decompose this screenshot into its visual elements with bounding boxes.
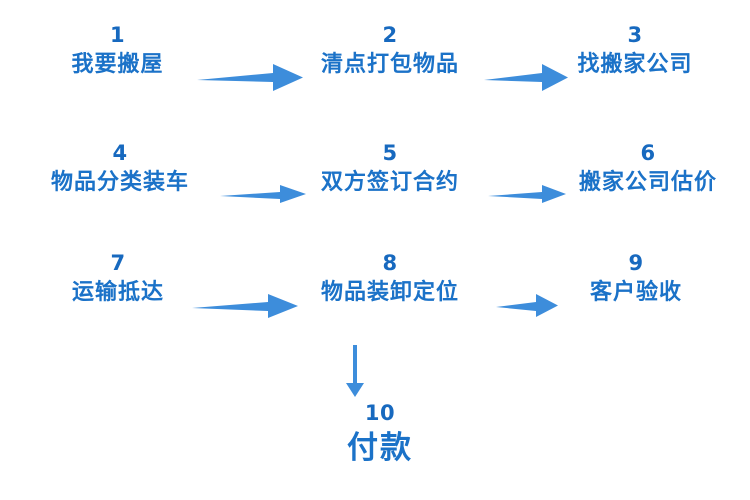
step-8[interactable]: 8 物品装卸定位	[300, 250, 480, 310]
step-5[interactable]: 5 双方签订合约	[300, 140, 480, 200]
step-5-number: 5	[382, 141, 398, 165]
step-2-label: 清点打包物品	[320, 52, 459, 77]
arrow-1-to-2-icon	[195, 60, 305, 94]
step-3[interactable]: 3 找搬家公司	[555, 22, 715, 82]
step-7[interactable]: 7 运输抵达	[42, 250, 194, 310]
step-5-label: 双方签订合约	[320, 170, 459, 195]
step-2[interactable]: 2 清点打包物品	[300, 22, 480, 82]
step-3-number: 3	[627, 23, 643, 47]
step-9-label: 客户验收	[589, 280, 682, 305]
step-6-label: 搬家公司估价	[578, 170, 717, 195]
step-1-label: 我要搬屋	[71, 52, 164, 77]
step-9-number: 9	[628, 251, 644, 275]
step-1[interactable]: 1 我要搬屋	[40, 22, 195, 82]
step-4[interactable]: 4 物品分类装车	[30, 140, 210, 200]
step-10-label: 付款	[347, 430, 413, 466]
step-8-label: 物品装卸定位	[320, 280, 459, 305]
arrow-2-to-3-icon	[482, 61, 570, 93]
step-10[interactable]: 10 付款	[290, 400, 470, 470]
step-2-number: 2	[382, 23, 398, 47]
step-9[interactable]: 9 客户验收	[560, 250, 712, 310]
step-10-number: 10	[364, 401, 396, 425]
step-8-number: 8	[382, 251, 398, 275]
step-6[interactable]: 6 搬家公司估价	[558, 140, 738, 200]
step-4-number: 4	[112, 141, 128, 165]
step-7-number: 7	[110, 251, 126, 275]
arrow-7-to-8-icon	[190, 291, 300, 321]
step-3-label: 找搬家公司	[577, 52, 693, 77]
step-1-number: 1	[109, 23, 126, 47]
step-7-label: 运输抵达	[71, 280, 164, 305]
arrow-5-to-6-icon	[486, 182, 568, 206]
arrow-8-to-10-icon	[340, 343, 370, 399]
step-6-number: 6	[640, 141, 656, 165]
step-4-label: 物品分类装车	[50, 170, 189, 195]
arrow-4-to-5-icon	[218, 182, 308, 206]
arrow-8-to-9-icon	[494, 291, 560, 319]
